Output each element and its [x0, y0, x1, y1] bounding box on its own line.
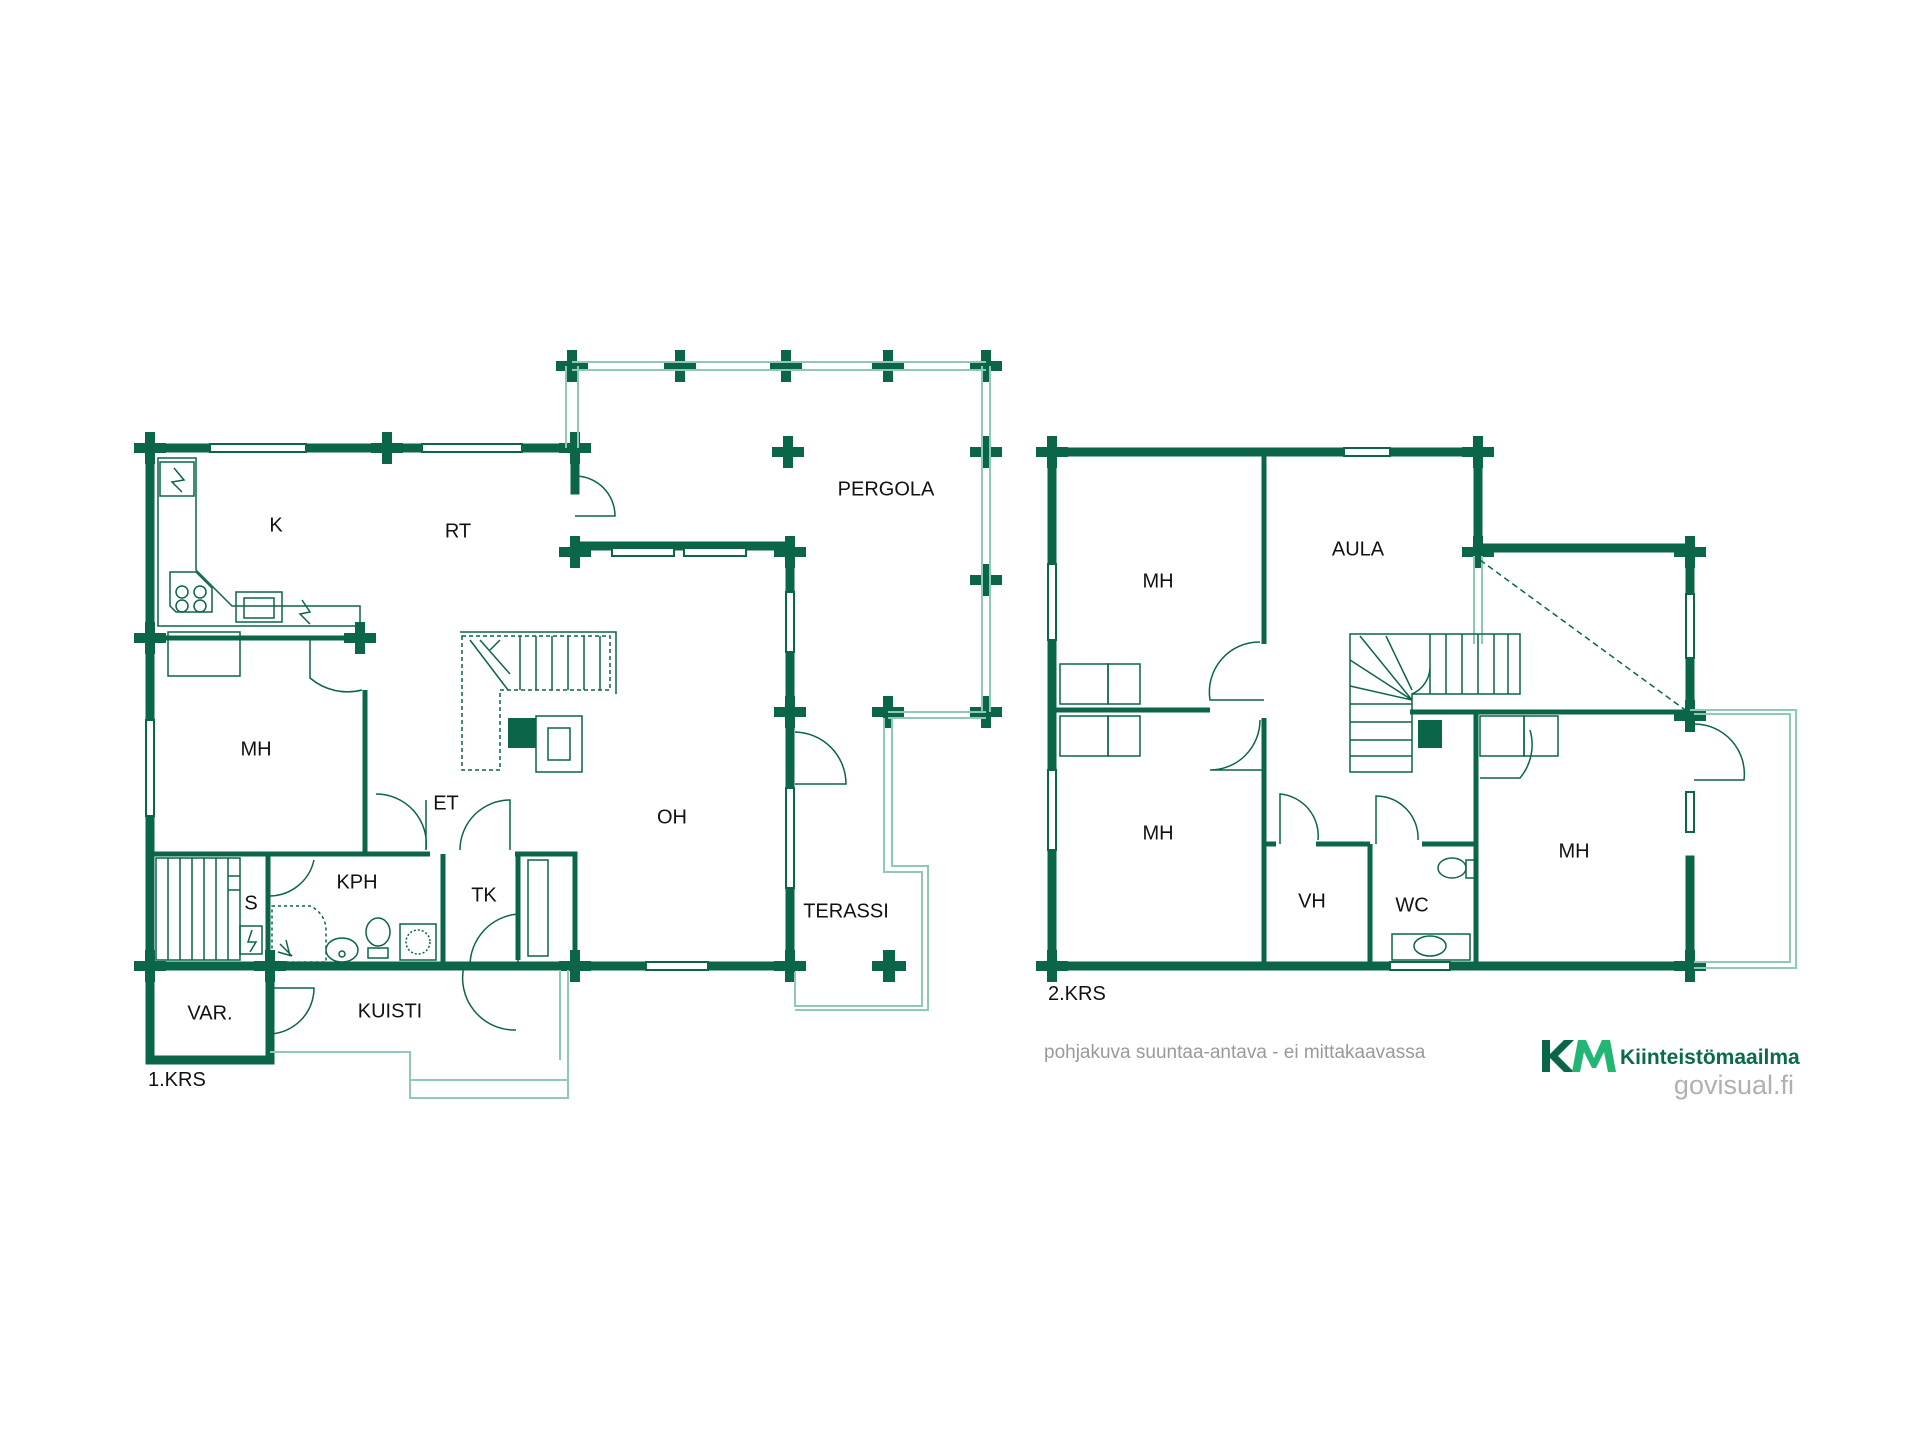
fireplace-icon [508, 715, 583, 773]
closet-icon [527, 859, 549, 957]
floor-2-label: 2.KRS [1048, 983, 1106, 1005]
room-label-et: ET [433, 792, 459, 814]
stove-icon [175, 585, 207, 613]
site-url: govisual.fi [1674, 1070, 1794, 1100]
floor-2-windows [1047, 447, 1695, 971]
room-label-wc: WC [1395, 894, 1428, 916]
km-logo-mark [1542, 1040, 1616, 1072]
floor-2-log-corners [1036, 436, 1706, 982]
floor-2-plan: MH AULA MH MH VH WC 2.KRS [1036, 436, 1797, 1005]
room-label-mh-bottom: MH [1142, 822, 1173, 844]
disclaimer-note: pohjakuva suuntaa-antava - ei mittakaava… [1044, 1042, 1426, 1063]
room-label-var: VAR. [187, 1002, 232, 1024]
toilet-icon [365, 917, 391, 959]
kitchen-counters [157, 457, 361, 677]
room-label-aula: AULA [1332, 538, 1385, 560]
floor-1-stairs [460, 631, 617, 771]
terrace-outline [794, 718, 929, 1011]
sauna-stove-icon [239, 925, 263, 955]
room-label-s: S [244, 892, 257, 914]
pergola-frame [565, 361, 991, 719]
sauna-benches [155, 857, 241, 961]
room-label-terassi: TERASSI [803, 900, 889, 922]
room-label-kuisti: KUISTI [358, 1000, 422, 1022]
shower-icon [271, 905, 327, 963]
electric-outlet-icon [159, 461, 195, 497]
floor-1-room-labels: K RT PERGOLA MH ET OH KPH S TK TERASSI V… [187, 478, 935, 1024]
room-label-tk: TK [471, 884, 497, 906]
brand-name: Kiinteistömaailma [1620, 1046, 1800, 1069]
room-label-oh: OH [657, 806, 687, 828]
floor-2-room-labels: MH AULA MH MH VH WC [1142, 538, 1589, 916]
room-label-mh-right: MH [1558, 840, 1589, 862]
floor-1-doors [267, 475, 847, 1035]
room-label-rt: RT [445, 520, 471, 542]
wc-fixtures [1391, 857, 1477, 961]
balcony-outline [1473, 556, 1797, 969]
wardrobes [1059, 663, 1559, 757]
room-label-pergola: PERGOLA [838, 478, 935, 500]
kiinteistomaailma-logo: Kiinteistömaailma [1542, 1040, 1800, 1072]
room-label-mh: MH [240, 738, 271, 760]
floor-1-plan: K RT PERGOLA MH ET OH KPH S TK TERASSI V… [134, 350, 1002, 1099]
floor-2-stairs [1349, 633, 1521, 773]
room-label-vh: VH [1298, 890, 1326, 912]
chimney-icon [1418, 720, 1442, 748]
floor-1-windows [145, 443, 795, 971]
sink-icon [243, 597, 275, 619]
room-label-k: K [269, 514, 283, 536]
porch-steps [270, 970, 569, 1099]
dishwasher-icon [298, 599, 312, 625]
floor-2-walls [1047, 447, 1695, 971]
floor-2-doors [1208, 641, 1746, 844]
washing-machine-icon [399, 923, 437, 961]
floor-1-label: 1.KRS [148, 1069, 206, 1091]
room-label-mh-top: MH [1142, 570, 1173, 592]
washbasin-icon [325, 937, 359, 963]
room-label-kph: KPH [336, 871, 377, 893]
